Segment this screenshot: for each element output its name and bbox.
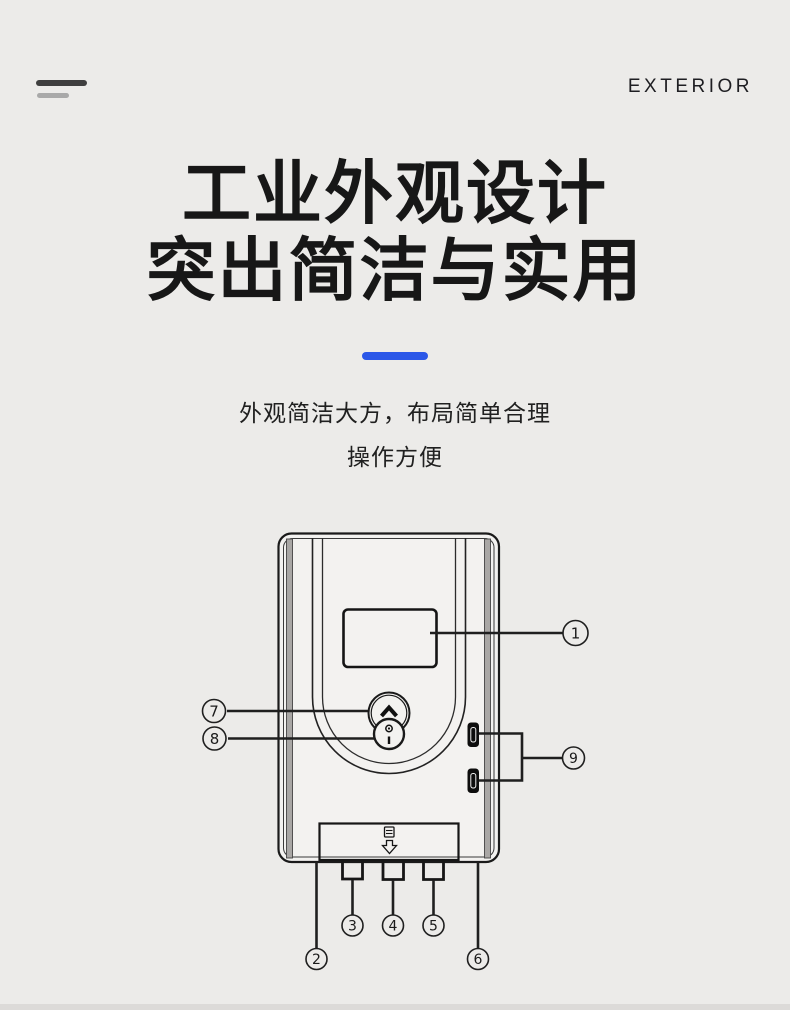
usb-port-top <box>467 722 479 747</box>
display-screen <box>342 608 438 669</box>
callout-8-number: 8 <box>210 730 220 748</box>
decorative-bar-light <box>37 93 69 98</box>
usb-port-bottom <box>467 768 479 793</box>
page-title-line2: 突出简洁与实用 <box>146 232 644 310</box>
subtitle-line2: 操作方便 <box>347 443 443 470</box>
decorative-bar-dark <box>36 80 87 86</box>
callout-9-number: 9 <box>569 751 578 767</box>
accent-divider <box>362 352 428 360</box>
callout-1-number: 1 <box>571 625 581 643</box>
page-title: 工业外观设计 突出简洁与实用 <box>0 155 790 310</box>
callout-9: 9 <box>561 746 586 770</box>
face-panel-u-curve <box>311 538 467 775</box>
page-title-line1: 工业外观设计 <box>182 155 608 232</box>
callout-2: 2 <box>305 947 328 971</box>
callout-4-number: 4 <box>389 919 398 935</box>
callout-6-number: 6 <box>474 952 483 968</box>
power-button <box>372 717 406 751</box>
pull-down-icon <box>381 826 398 855</box>
right-edge-seam <box>484 538 491 859</box>
chevron-up-icon <box>380 704 398 718</box>
power-icon <box>385 724 393 744</box>
bottom-terminal-cover <box>318 822 460 862</box>
callout-4: 4 <box>381 914 405 937</box>
callout-7-number: 7 <box>209 703 219 721</box>
callout-8: 8 <box>202 726 227 751</box>
callout-5: 5 <box>422 914 445 937</box>
callout-1: 1 <box>562 619 589 647</box>
callout-3-number: 3 <box>348 919 357 935</box>
callout-5-number: 5 <box>429 919 438 935</box>
callout-6: 6 <box>466 947 490 971</box>
callout-2-number: 2 <box>312 952 321 968</box>
next-section-edge <box>0 1004 790 1010</box>
eyebrow-label: EXTERIOR <box>627 76 753 97</box>
left-edge-seam <box>286 538 293 859</box>
subtitle: 外观简洁大方，布局简单合理 操作方便 <box>0 392 790 479</box>
callout-7: 7 <box>201 698 227 724</box>
subtitle-line1: 外观简洁大方，布局简单合理 <box>239 400 551 426</box>
cable-glands <box>341 861 445 881</box>
callout-3: 3 <box>341 914 364 937</box>
callout-lines <box>227 631 563 949</box>
